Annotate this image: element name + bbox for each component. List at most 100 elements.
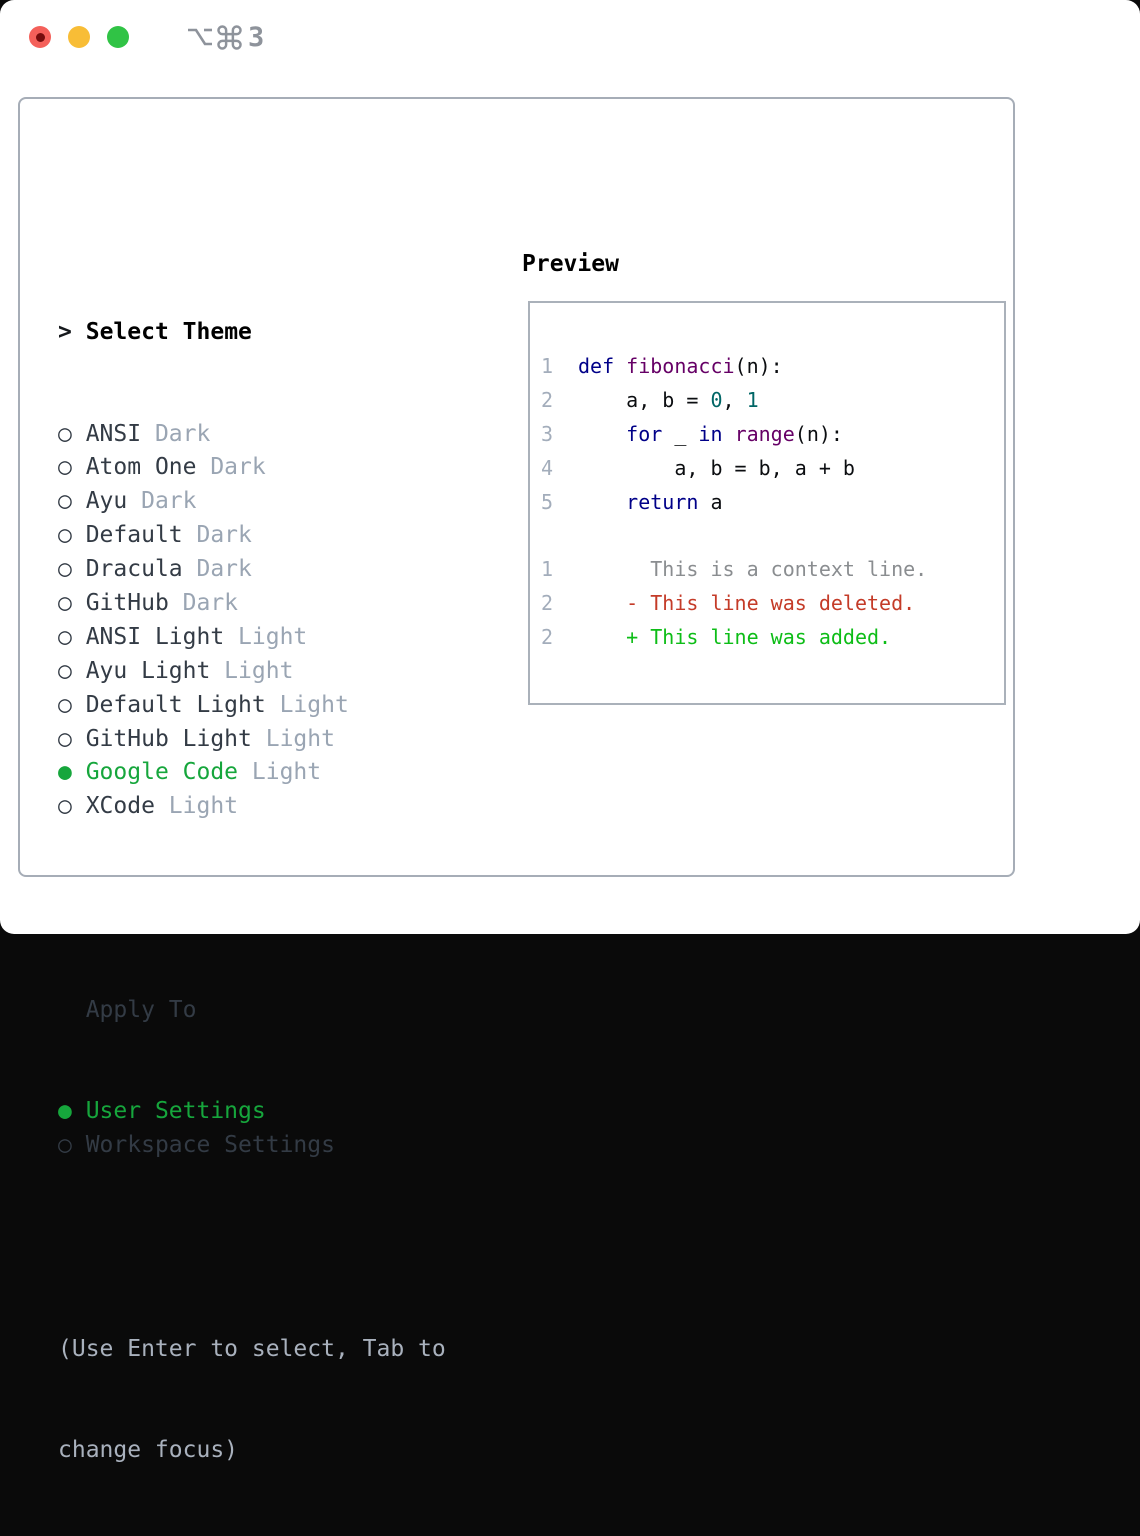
theme-name: Default bbox=[85, 522, 183, 549]
radio-selected-icon: ● bbox=[58, 759, 86, 786]
theme-variant: Dark bbox=[168, 589, 239, 616]
theme-name: Ayu bbox=[85, 488, 128, 515]
theme-item-xcode[interactable]: ○ XCode Light bbox=[58, 790, 498, 824]
theme-name: GitHub bbox=[85, 589, 169, 616]
theme-variant: Dark bbox=[196, 454, 266, 481]
theme-name: Google Code bbox=[85, 759, 239, 786]
theme-variant: Dark bbox=[127, 488, 197, 515]
code-line: 4 a, b = b, a + b bbox=[541, 452, 1004, 486]
theme-item-ayu[interactable]: ○ Ayu Dark bbox=[58, 485, 498, 519]
line-number: 3 bbox=[541, 421, 554, 446]
shortcut-number: 3 bbox=[248, 21, 265, 53]
theme-variant: Light bbox=[224, 623, 308, 650]
zoom-button[interactable] bbox=[107, 26, 129, 48]
apply-to-indent bbox=[58, 997, 86, 1023]
code-line: 2 a, b = 0, 1 bbox=[541, 384, 1004, 418]
line-number: 4 bbox=[541, 455, 554, 480]
theme-variant: Light bbox=[251, 725, 335, 752]
select-theme-header: > Select Theme bbox=[58, 316, 498, 350]
radio-selected-icon: ● bbox=[58, 1098, 86, 1125]
theme-variant: Light bbox=[238, 759, 322, 786]
apply-to-title: Apply To bbox=[85, 996, 197, 1023]
apply-option-label: User Settings bbox=[85, 1098, 266, 1125]
theme-item-default-light[interactable]: ○ Default Light Light bbox=[58, 689, 498, 723]
spacer-row bbox=[58, 892, 498, 926]
theme-item-dracula[interactable]: ○ Dracula Dark bbox=[58, 553, 498, 587]
theme-name: GitHub Light bbox=[85, 725, 252, 752]
line-number: 2 bbox=[541, 591, 554, 616]
apply-option-user-settings[interactable]: ● User Settings bbox=[58, 1095, 498, 1129]
theme-item-atom-one[interactable]: ○ Atom One Dark bbox=[58, 451, 498, 485]
radio-unselected-icon: ○ bbox=[58, 522, 86, 549]
radio-unselected-icon: ○ bbox=[58, 793, 86, 820]
app-window: 3 > Select Theme ○ ANSI Dark○ Atom One D… bbox=[0, 0, 1140, 1463]
code-line: 3 for _ in range(n): bbox=[541, 418, 1004, 452]
radio-unselected-icon: ○ bbox=[58, 556, 86, 583]
option-key-icon bbox=[188, 28, 212, 46]
radio-unselected-icon: ○ bbox=[58, 454, 86, 481]
radio-unselected-icon: ○ bbox=[58, 420, 86, 447]
line-number: 5 bbox=[541, 489, 554, 514]
diff-line-deleted: 2 - This line was deleted. bbox=[541, 587, 1004, 621]
code-line: 5 return a bbox=[541, 486, 1004, 520]
theme-item-default[interactable]: ○ Default Dark bbox=[58, 519, 498, 553]
help-text-line-1: (Use Enter to select, Tab to bbox=[58, 1335, 446, 1362]
radio-unselected-icon: ○ bbox=[58, 1132, 86, 1159]
theme-picker: > Select Theme ○ ANSI Dark○ Atom One Dar… bbox=[58, 248, 498, 1536]
theme-variant: Dark bbox=[182, 522, 252, 549]
apply-to-header: Apply To bbox=[58, 994, 498, 1028]
line-content: - This line was deleted. bbox=[578, 591, 916, 616]
preview-title: Preview bbox=[522, 251, 619, 277]
theme-name: Dracula bbox=[85, 556, 183, 583]
theme-list: ○ ANSI Dark○ Atom One Dark○ Ayu Dark○ De… bbox=[58, 418, 498, 825]
line-content: + This line was added. bbox=[578, 625, 892, 650]
theme-item-github-light[interactable]: ○ GitHub Light Light bbox=[58, 723, 498, 757]
radio-unselected-icon: ○ bbox=[58, 623, 86, 650]
window-titlebar: 3 bbox=[0, 0, 1140, 74]
theme-item-github[interactable]: ○ GitHub Dark bbox=[58, 587, 498, 621]
theme-item-ansi[interactable]: ○ ANSI Dark bbox=[58, 418, 498, 452]
apply-option-label: Workspace Settings bbox=[85, 1132, 335, 1159]
theme-variant: Light bbox=[210, 657, 294, 684]
code-line: 1 def fibonacci(n): bbox=[541, 350, 1004, 384]
window-shortcut: 3 bbox=[186, 24, 264, 51]
select-theme-title: Select Theme bbox=[85, 318, 252, 345]
theme-item-ansi-light[interactable]: ○ ANSI Light Light bbox=[58, 621, 498, 655]
line-content: return a bbox=[626, 489, 723, 514]
main-panel: > Select Theme ○ ANSI Dark○ Atom One Dar… bbox=[18, 97, 1015, 1463]
theme-variant: Dark bbox=[182, 556, 252, 583]
cursor-prompt: > bbox=[58, 318, 72, 345]
theme-variant: Light bbox=[154, 793, 239, 820]
diff-line-added: 2 + This line was added. bbox=[541, 621, 1004, 655]
theme-name: Ayu Light bbox=[85, 657, 211, 684]
radio-unselected-icon: ○ bbox=[58, 725, 86, 752]
line-number: 1 bbox=[541, 354, 554, 378]
theme-name: XCode bbox=[85, 793, 155, 820]
line-content: a, b = 0, 1 bbox=[578, 387, 759, 412]
theme-item-google-code[interactable]: ● Google Code Light bbox=[58, 756, 498, 790]
close-button[interactable] bbox=[29, 26, 51, 48]
radio-unselected-icon: ○ bbox=[58, 691, 86, 718]
theme-item-ayu-light[interactable]: ○ Ayu Light Light bbox=[58, 655, 498, 689]
minimize-button[interactable] bbox=[68, 26, 90, 48]
theme-variant: Light bbox=[265, 691, 349, 718]
diff-line-context: 1 This is a context line. bbox=[541, 553, 1004, 587]
spacer-row bbox=[58, 1231, 498, 1265]
theme-name: Default Light bbox=[85, 691, 266, 718]
line-content: def fibonacci(n): bbox=[578, 354, 783, 378]
theme-name: ANSI bbox=[85, 420, 142, 447]
apply-to-list: ● User Settings○ Workspace Settings bbox=[58, 1095, 498, 1163]
close-button-dot bbox=[35, 32, 45, 42]
theme-variant: Dark bbox=[141, 420, 211, 447]
theme-name: Atom One bbox=[85, 454, 197, 481]
line-content: for _ in range(n): bbox=[626, 421, 843, 446]
line-content: a, b = b, a + b bbox=[578, 455, 855, 480]
line-content: This is a context line. bbox=[578, 557, 928, 582]
radio-unselected-icon: ○ bbox=[58, 657, 86, 684]
radio-unselected-icon: ○ bbox=[58, 589, 86, 616]
theme-name: ANSI Light bbox=[85, 623, 225, 650]
apply-option-workspace-settings[interactable]: ○ Workspace Settings bbox=[58, 1129, 498, 1163]
radio-unselected-icon: ○ bbox=[58, 488, 86, 515]
